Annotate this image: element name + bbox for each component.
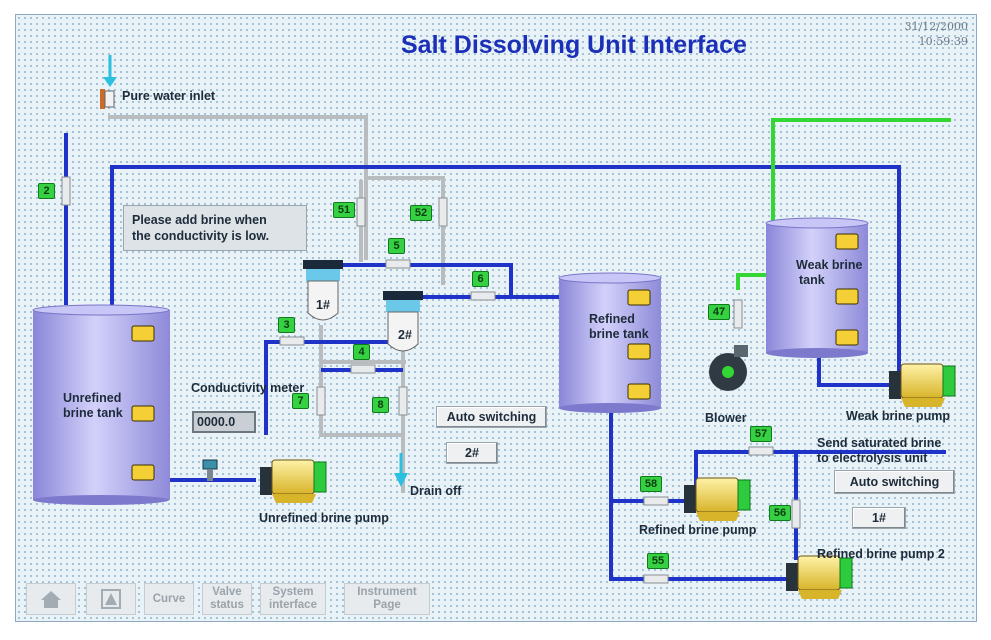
- valve-3-tag[interactable]: 3: [278, 317, 295, 333]
- pump-refined-2: [786, 555, 853, 599]
- pump-refined: [684, 477, 751, 521]
- pump-unrefined: [260, 459, 327, 503]
- valve-47-tag[interactable]: 47: [708, 304, 730, 320]
- level-switch-icon: [131, 233, 859, 481]
- weak-tank-label-2: tank: [799, 273, 825, 287]
- refined-tank-label-1: Refined: [589, 312, 635, 326]
- datetime-display: 31/12/2000 10:59:39: [905, 19, 968, 49]
- notice-line-1: Please add brine when: [132, 213, 267, 227]
- unrefined-tank-label-1: Unrefined: [63, 391, 122, 405]
- notice-line-2: the conductivity is low.: [132, 229, 270, 243]
- blower-label: Blower: [705, 411, 747, 425]
- nav-system-interface[interactable]: System interface: [260, 583, 326, 615]
- valve-2-tag[interactable]: 2: [38, 183, 55, 199]
- refined-tank-label-2: brine tank: [589, 327, 649, 341]
- send-brine-label-2: to electrolysis unit: [817, 451, 928, 465]
- unrefined-pump-label: Unrefined brine pump: [259, 511, 389, 525]
- valve-7-tag[interactable]: 7: [292, 393, 309, 409]
- pump-selection-field[interactable]: 1#: [852, 507, 906, 529]
- warning-icon: [101, 589, 121, 609]
- valve-51-tag[interactable]: 51: [333, 202, 355, 218]
- unrefined-tank-label-2: brine tank: [63, 406, 123, 420]
- page-title: Salt Dissolving Unit Interface: [401, 31, 747, 59]
- nav-curve[interactable]: Curve: [144, 583, 194, 615]
- pump-weak: [889, 363, 956, 407]
- hmi-screen: Salt Dissolving Unit Interface 31/12/200…: [15, 14, 977, 622]
- refined-pump-2-label: Refined brine pump 2: [817, 547, 945, 561]
- auto-switching-button-2[interactable]: Auto switching: [834, 470, 955, 494]
- conductivity-meter-label: Conductivity meter: [191, 381, 305, 395]
- filter-1-label: 1#: [316, 298, 330, 312]
- alarm-button[interactable]: [86, 583, 136, 615]
- time-text: 10:59:39: [918, 35, 968, 48]
- filter-selection-field[interactable]: 2#: [446, 442, 498, 464]
- weak-tank-label-1: Weak brine: [796, 258, 863, 272]
- conductivity-readout: 0000.0: [192, 411, 256, 433]
- notice-panel: Please add brine when the conductivity i…: [123, 205, 307, 251]
- filter-1: [303, 260, 343, 321]
- drain-arrow-icon: [394, 453, 408, 487]
- nav-valve-status[interactable]: Valve status: [202, 583, 252, 615]
- valve-58-tag[interactable]: 58: [640, 476, 662, 492]
- auto-switching-button-1[interactable]: Auto switching: [436, 406, 547, 428]
- valve-57-tag[interactable]: 57: [750, 426, 772, 442]
- drain-off-label: Drain off: [410, 484, 462, 498]
- nav-instrument-page[interactable]: Instrument Page: [344, 583, 430, 615]
- date-text: 31/12/2000: [904, 20, 968, 33]
- home-icon: [41, 591, 61, 608]
- valve-56-tag[interactable]: 56: [769, 505, 791, 521]
- home-button[interactable]: [26, 583, 76, 615]
- piping-diagram: [32, 55, 956, 599]
- pure-water-inlet-label: Pure water inlet: [122, 89, 216, 103]
- refined-pump-label: Refined brine pump: [639, 523, 757, 537]
- weak-pump-label: Weak brine pump: [846, 409, 950, 423]
- valve-8-tag[interactable]: 8: [372, 397, 389, 413]
- valve-5-tag[interactable]: 5: [388, 238, 405, 254]
- blower-icon: [709, 345, 748, 391]
- flow-meter-icon: [202, 459, 218, 481]
- filter-2: [383, 291, 423, 352]
- valve-bodies: [61, 176, 801, 584]
- valve-55-tag[interactable]: 55: [647, 553, 669, 569]
- inlet-valve-icon: [100, 55, 117, 109]
- send-brine-label-1: Send saturated brine: [817, 436, 942, 450]
- valve-4-tag[interactable]: 4: [353, 344, 370, 360]
- valve-52-tag[interactable]: 52: [410, 205, 432, 221]
- valve-6-tag[interactable]: 6: [472, 271, 489, 287]
- filter-2-label: 2#: [398, 328, 412, 342]
